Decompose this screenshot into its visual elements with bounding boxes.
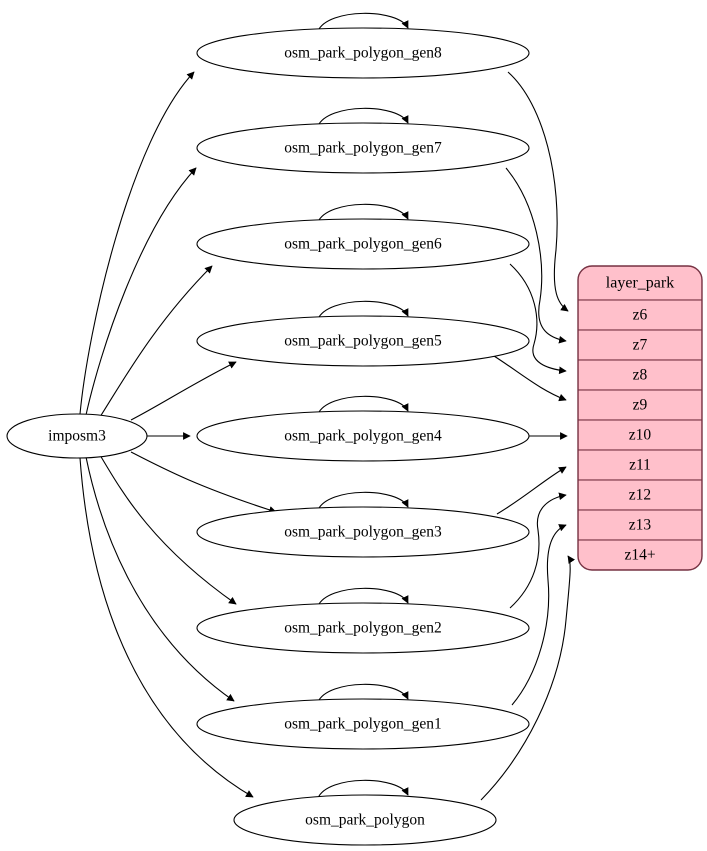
osm-park-polygon-label: osm_park_polygon	[305, 812, 425, 829]
gen1-ellipse[interactable]	[196, 698, 530, 750]
edges-to-layer-park	[480, 71, 576, 801]
gen6-ellipse[interactable]	[196, 218, 530, 270]
gen7-ellipse[interactable]	[196, 122, 530, 174]
gen4-label: osm_park_polygon_gen4	[284, 428, 442, 445]
gen5-ellipse[interactable]	[196, 315, 530, 367]
edge-gen6-to-z8	[509, 263, 567, 375]
gen5-label: osm_park_polygon_gen5	[284, 333, 442, 350]
self-loop-gen6	[317, 203, 409, 223]
table-row-z9-cell[interactable]	[578, 389, 702, 421]
edge-gen2-to-z12	[509, 492, 567, 609]
table-row-z7-cell[interactable]	[578, 329, 702, 361]
node-osm-park-polygon-gen8[interactable]: osm_park_polygon_gen8	[196, 27, 530, 79]
self-loop-gen2	[317, 587, 409, 607]
edge-gen8-to-z6	[507, 71, 569, 312]
table-row-z14-cell[interactable]	[578, 539, 702, 570]
table-row-z13-label: z13	[629, 517, 652, 534]
node-osm-park-polygon-gen1[interactable]: osm_park_polygon_gen1	[196, 698, 530, 750]
edge-imposm3-to-gen7	[85, 167, 197, 416]
gen8-ellipse[interactable]	[196, 27, 530, 79]
edge-imposm3-to-gen3	[130, 451, 277, 514]
edge-gen3-to-z11	[496, 466, 567, 515]
node-osm-park-polygon-gen2[interactable]: osm_park_polygon_gen2	[196, 602, 530, 654]
table-row-z12-cell[interactable]	[578, 479, 702, 511]
node-osm-park-polygon[interactable]: osm_park_polygon	[233, 794, 497, 846]
imposm3-ellipse[interactable]	[6, 413, 148, 459]
edge-gen5-to-z9	[493, 355, 567, 402]
table-row-z14-label: z14+	[624, 547, 655, 564]
node-osm-park-polygon-gen5[interactable]: osm_park_polygon_gen5	[196, 315, 530, 367]
self-loops	[317, 12, 409, 799]
table-row-z6-label: z6	[633, 307, 648, 324]
edge-imposm3-to-gen5	[130, 361, 237, 421]
layer-park-table[interactable]: layer_park z6 z7 z8 z9 z10 z11 z12 z13 z…	[577, 265, 703, 571]
node-imposm3[interactable]: imposm3	[6, 413, 148, 459]
gen2-ellipse[interactable]	[196, 602, 530, 654]
table-row-z11-label: z11	[629, 457, 651, 474]
osm-park-polygon-ellipse[interactable]	[233, 794, 497, 846]
gen1-label: osm_park_polygon_gen1	[284, 716, 442, 733]
edge-imposm3-to-polygon	[79, 457, 254, 798]
self-loop-polygon	[317, 779, 409, 799]
node-osm-park-polygon-gen6[interactable]: osm_park_polygon_gen6	[196, 218, 530, 270]
self-loop-gen1	[317, 683, 409, 703]
edge-imposm3-to-gen1	[85, 456, 235, 702]
edge-gen1-to-z13	[511, 524, 567, 706]
gen3-label: osm_park_polygon_gen3	[284, 524, 442, 541]
table-row-z10-label: z10	[629, 427, 652, 444]
table-row-z10-cell[interactable]	[578, 419, 702, 451]
gen4-ellipse[interactable]	[196, 410, 530, 462]
gen8-label: osm_park_polygon_gen8	[284, 45, 442, 62]
self-loop-gen5	[317, 300, 409, 320]
node-osm-park-polygon-gen7[interactable]: osm_park_polygon_gen7	[196, 122, 530, 174]
table-header-label: layer_park	[606, 275, 674, 292]
edge-imposm3-to-gen8	[79, 71, 195, 415]
table-row-z7-label: z7	[633, 337, 648, 354]
self-loop-gen8	[317, 12, 409, 32]
edges-from-imposm3	[79, 71, 277, 798]
gen7-label: osm_park_polygon_gen7	[284, 140, 442, 157]
self-loop-gen7	[317, 107, 409, 127]
edge-imposm3-to-gen2	[99, 454, 237, 605]
edge-gen7-to-z7	[505, 167, 567, 344]
table-row-z11-cell[interactable]	[578, 449, 702, 481]
edge-imposm3-to-gen6	[99, 265, 213, 418]
self-loop-gen3	[317, 491, 409, 511]
table-outline	[577, 265, 703, 571]
imposm3-label: imposm3	[48, 428, 106, 445]
gen2-label: osm_park_polygon_gen2	[284, 620, 442, 637]
gen3-ellipse[interactable]	[196, 506, 530, 558]
table-row-z8-label: z8	[633, 367, 648, 384]
node-osm-park-polygon-gen4[interactable]: osm_park_polygon_gen4	[196, 410, 530, 462]
table-row-z12-label: z12	[629, 487, 651, 504]
table-row-z13-cell[interactable]	[578, 509, 702, 541]
node-osm-park-polygon-gen3[interactable]: osm_park_polygon_gen3	[196, 506, 530, 558]
edge-polygon-to-z14	[480, 555, 576, 801]
self-loop-gen4	[317, 395, 409, 415]
gen6-label: osm_park_polygon_gen6	[284, 236, 442, 253]
table-row-z9-label: z9	[633, 397, 648, 414]
